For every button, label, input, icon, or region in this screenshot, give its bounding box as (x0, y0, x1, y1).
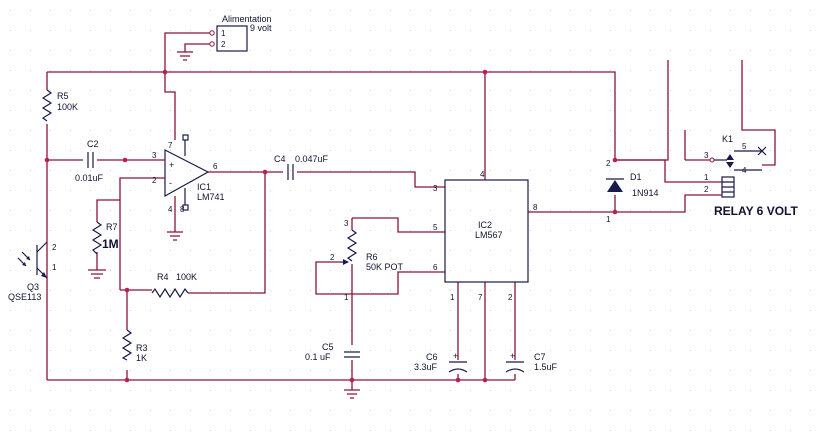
relay-k1: K1 3 5 4 1 2 RELAY 6 VOLT (704, 134, 798, 218)
q3-pin-2: 2 (52, 243, 57, 252)
k1-pin-4: 4 (742, 166, 747, 175)
c6-ref: C6 (426, 352, 438, 362)
ic1-minus-sign: - (169, 178, 172, 188)
ic1-pin-7: 7 (168, 141, 173, 150)
alim-pin-2: 2 (221, 40, 226, 49)
c5-value: 0.1 uF (305, 352, 331, 362)
k1-pin-2: 2 (704, 185, 709, 194)
c2-value: 0.01uF (75, 173, 104, 183)
ic1-pin-2: 2 (152, 176, 157, 185)
c7-value: 1.5uF (534, 362, 558, 372)
ic2-pin-5: 5 (433, 223, 438, 232)
d1-value: 1N914 (632, 188, 659, 198)
capacitor-c2: C2 0.01uF (75, 139, 104, 183)
r3-value: 1K (136, 353, 147, 363)
k1-ref: K1 (722, 134, 733, 144)
capacitor-c6: + C6 3.3uF (414, 351, 468, 373)
ic2-value: LM567 (475, 230, 503, 240)
resistor-r5: R5 100K (41, 89, 78, 122)
q3-ref: Q3 (27, 282, 39, 292)
k1-pin-3: 3 (704, 151, 709, 160)
r5-ref: R5 (57, 91, 69, 101)
ic1-ref: IC1 (197, 182, 211, 192)
relay-label: RELAY 6 VOLT (714, 204, 798, 218)
ic2-pin-3: 3 (433, 184, 438, 193)
background-grid (10, 10, 811, 431)
ic2-pin-4: 4 (480, 170, 485, 179)
r6-pin-1: 1 (344, 293, 349, 302)
junctions (44, 69, 618, 383)
ic2-tone-decoder: IC2 LM567 3 4 5 6 8 1 7 2 (433, 170, 538, 302)
wires (46, 60, 776, 390)
c2-ref: C2 (87, 139, 99, 149)
ic2-pin-2: 2 (508, 293, 513, 302)
potentiometer-r6: 3 2 1 R6 50K POT (330, 218, 404, 302)
r4-value: 100K (176, 272, 197, 282)
q3-value: QSE113 (8, 292, 41, 302)
r4-ref: R4 (157, 272, 169, 282)
diode-d1: 2 1 D1 1N914 (606, 159, 659, 224)
power-connector: Alimentation 9 volt 1 2 (164, 14, 272, 72)
c4-value: 0.047uF (295, 154, 329, 164)
r6-pin-2: 2 (330, 253, 335, 262)
k1-pin-1: 1 (704, 173, 709, 182)
capacitor-c5: C5 0.1 uF (305, 342, 360, 399)
alim-voltage: 9 volt (250, 23, 272, 33)
ic2-pin-8: 8 (533, 203, 538, 212)
d1-ref: D1 (630, 172, 642, 182)
r5-value: 100K (57, 102, 78, 112)
c7-plus: + (510, 351, 515, 361)
ic2-pin-1: 1 (450, 293, 455, 302)
opamp-ic1: + - 3 2 6 7 4 8 IC1 LM741 (152, 134, 225, 241)
ic1-plus-sign: + (169, 160, 174, 170)
ic2-pin-7: 7 (478, 293, 483, 302)
c6-value: 3.3uF (414, 362, 438, 372)
resistor-r3: R3 1K (121, 329, 148, 363)
r7-value: 1M (102, 237, 119, 251)
alim-pin-1: 1 (221, 29, 226, 38)
d1-pin-2: 2 (606, 159, 611, 168)
phototransistor-q3: 2 1 Q3 QSE113 (8, 241, 57, 302)
k1-pin-5: 5 (742, 142, 747, 151)
c4-ref: C4 (274, 154, 286, 164)
c5-ref: C5 (322, 342, 334, 352)
r6-value: 50K POT (366, 262, 404, 272)
r6-pin-3: 3 (344, 219, 349, 228)
q3-pin-1: 1 (52, 263, 57, 272)
ic1-pin-6: 6 (213, 162, 218, 171)
d1-pin-1: 1 (606, 215, 611, 224)
c6-plus: + (453, 351, 458, 361)
alim-title: Alimentation (222, 14, 272, 24)
c7-ref: C7 (534, 352, 546, 362)
r3-ref: R3 (136, 343, 148, 353)
ic1-pin-3: 3 (152, 151, 157, 160)
r7-ref: R7 (106, 222, 118, 232)
ic2-pin-6: 6 (433, 263, 438, 272)
resistor-r7: R7 1M (88, 221, 119, 279)
ic1-value: LM741 (197, 192, 225, 202)
r6-ref: R6 (366, 252, 378, 262)
ic1-pin-4: 4 (168, 205, 173, 214)
capacitor-c7: + C7 1.5uF (505, 351, 558, 373)
capacitor-c4: C4 0.047uF (274, 154, 329, 180)
ic2-ref: IC2 (478, 220, 492, 230)
resistor-r4: R4 100K (151, 272, 197, 299)
